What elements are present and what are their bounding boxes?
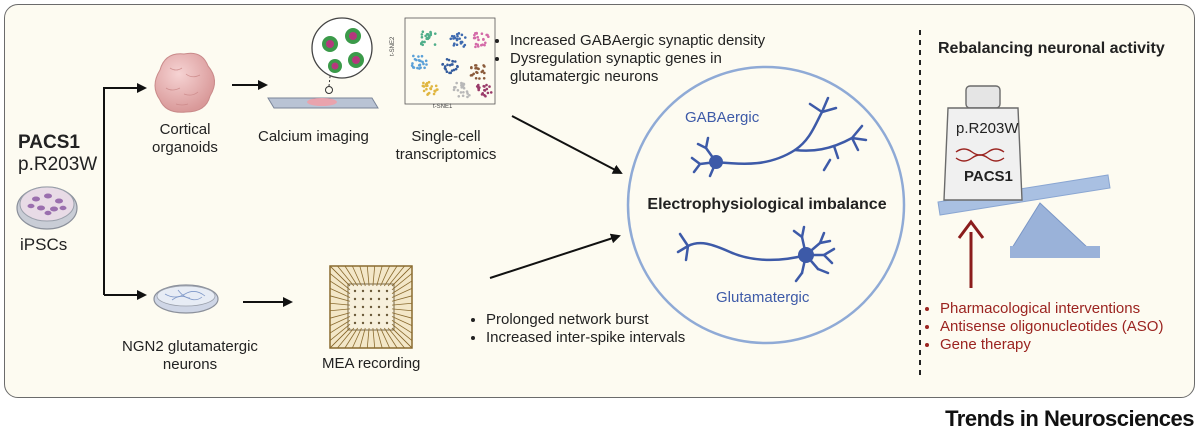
branch-connector	[103, 80, 623, 307]
organoids-label: Cortical organoids	[152, 121, 218, 156]
sc-label: Single-cell transcriptomics	[395, 128, 497, 163]
glutamatergic-neuron-icon	[676, 225, 836, 283]
calcium-imaging-icon	[267, 17, 379, 109]
ipsc-label: iPSCs	[20, 235, 68, 254]
rebalance-title: Rebalancing neuronal activity	[938, 40, 1165, 57]
imbalance-circle	[626, 65, 906, 345]
tsne-plot-icon	[404, 17, 496, 105]
intervention-2: Antisense oligonucleotides (ASO)	[940, 318, 1163, 336]
intervention-3: Gene therapy	[940, 336, 1163, 354]
top-finding-2: Dysregulation synaptic genes in glutamat…	[510, 50, 765, 86]
seesaw-icon	[937, 174, 1111, 258]
interventions-list: Pharmacological interventions Antisense …	[922, 300, 1163, 354]
ngn2-label: NGN2 glutamatergic neurons	[122, 338, 258, 373]
organoid-icon	[154, 52, 215, 113]
bottom-findings-list: Prolonged network burst Increased inter-…	[468, 311, 685, 347]
top-finding-1: Increased GABAergic synaptic density	[510, 32, 765, 50]
mea-label: MEA recording	[322, 355, 421, 372]
gene-name: PACS1	[18, 132, 80, 153]
gene-variant: p.R203W	[18, 154, 98, 175]
weight-gene: PACS1	[964, 168, 1013, 185]
intervention-1: Pharmacological interventions	[940, 300, 1163, 318]
tsne-y-axis: t-SNE2	[390, 36, 396, 56]
mea-chip-icon	[329, 265, 413, 349]
calcium-label: Calcium imaging	[258, 128, 369, 145]
weight-icon	[943, 85, 1023, 201]
ipsc-dish-icon	[16, 186, 78, 230]
bottom-finding-2: Increased inter-spike intervals	[486, 329, 685, 347]
bottom-finding-1: Prolonged network burst	[486, 311, 685, 329]
gabaergic-label: GABAergic	[685, 109, 760, 126]
tsne-x-axis: t-SNE1	[433, 104, 453, 110]
upward-arrow-icon	[957, 219, 985, 288]
ngn2-dish-icon	[153, 284, 219, 314]
top-findings-list: Increased GABAergic synaptic density Dys…	[492, 32, 765, 86]
weight-variant: p.R203W	[956, 120, 1019, 137]
gabaergic-neuron-icon	[690, 96, 868, 178]
glutamatergic-label: Glutamatergic	[716, 289, 810, 306]
imbalance-label: Electrophysiological imbalance	[647, 196, 887, 213]
journal-brand: Trends in Neurosciences	[945, 406, 1194, 431]
